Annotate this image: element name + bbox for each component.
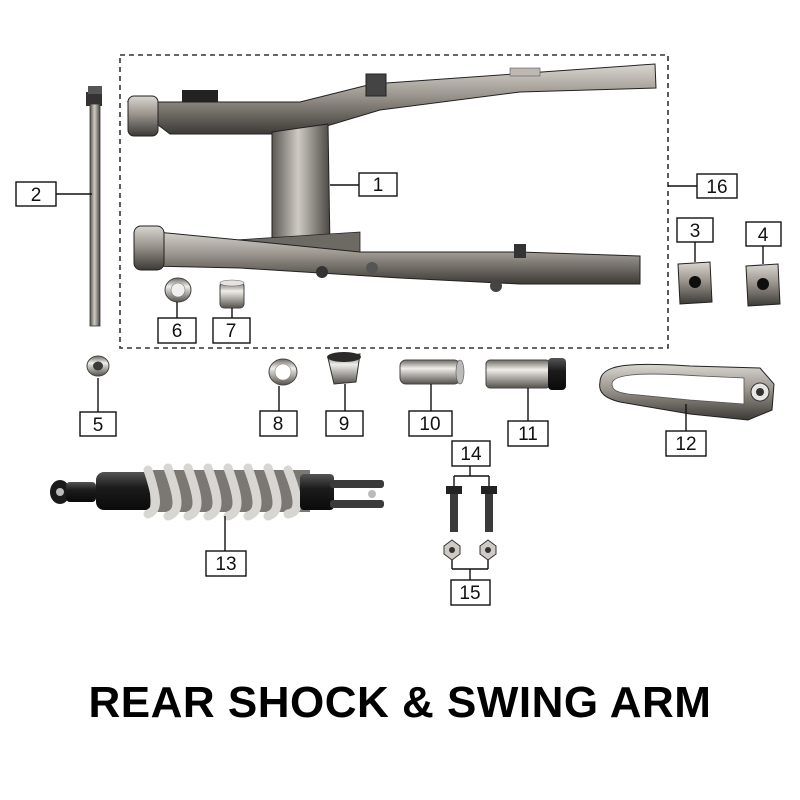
callout-2: 2 <box>15 181 57 207</box>
bolts-14 <box>446 486 497 532</box>
callout-4: 4 <box>745 221 782 247</box>
callout-11: 11 <box>507 420 549 447</box>
callout-6: 6 <box>157 317 197 344</box>
callout-14: 14 <box>451 440 491 467</box>
callout-10-label: 10 <box>419 414 440 435</box>
callout-9-label: 9 <box>339 414 350 435</box>
callout-2-label: 2 <box>31 185 42 206</box>
callout-7: 7 <box>212 317 251 344</box>
callout-16-label: 16 <box>706 177 727 198</box>
ring-8 <box>268 358 298 386</box>
leader-lines <box>56 184 764 580</box>
callout-12: 12 <box>665 430 707 457</box>
callout-7-label: 7 <box>226 321 237 342</box>
nuts-15 <box>443 539 497 561</box>
chain-guide-12 <box>599 363 775 421</box>
washer-5 <box>86 355 110 377</box>
bearing-sleeve-11 <box>485 358 566 390</box>
collar-7 <box>219 279 245 309</box>
pivot-shaft <box>86 86 102 327</box>
adjuster-block-4 <box>745 263 781 307</box>
callout-5: 5 <box>79 411 117 437</box>
callout-1-label: 1 <box>373 175 384 196</box>
spacer-sleeve-10 <box>399 359 465 385</box>
callout-1: 1 <box>358 172 398 197</box>
callout-5-label: 5 <box>93 415 104 436</box>
callout-15: 15 <box>450 579 491 606</box>
callout-11-label: 11 <box>518 424 538 445</box>
callout-13: 13 <box>205 550 247 577</box>
callout-9: 9 <box>325 410 364 437</box>
callout-16: 16 <box>696 173 738 199</box>
callout-4-label: 4 <box>758 225 769 246</box>
collar-6 <box>164 277 192 303</box>
callout-3-label: 3 <box>690 221 701 242</box>
assembly-boundary <box>119 54 669 349</box>
callout-13-label: 13 <box>215 554 236 575</box>
diagram-title: REAR SHOCK & SWING ARM <box>88 678 712 727</box>
swing-arm <box>126 63 657 292</box>
callout-3: 3 <box>676 217 714 243</box>
callout-10: 10 <box>408 410 453 437</box>
callout-8: 8 <box>259 410 298 437</box>
callout-14-label: 14 <box>460 444 482 465</box>
callout-6-label: 6 <box>172 321 183 342</box>
callout-15-label: 15 <box>459 583 480 604</box>
flanged-bushing-9 <box>327 352 361 385</box>
rear-shock-absorber-13 <box>50 463 384 521</box>
callout-12-label: 12 <box>675 434 696 455</box>
callout-8-label: 8 <box>273 414 284 435</box>
adjuster-block-3 <box>677 261 713 305</box>
